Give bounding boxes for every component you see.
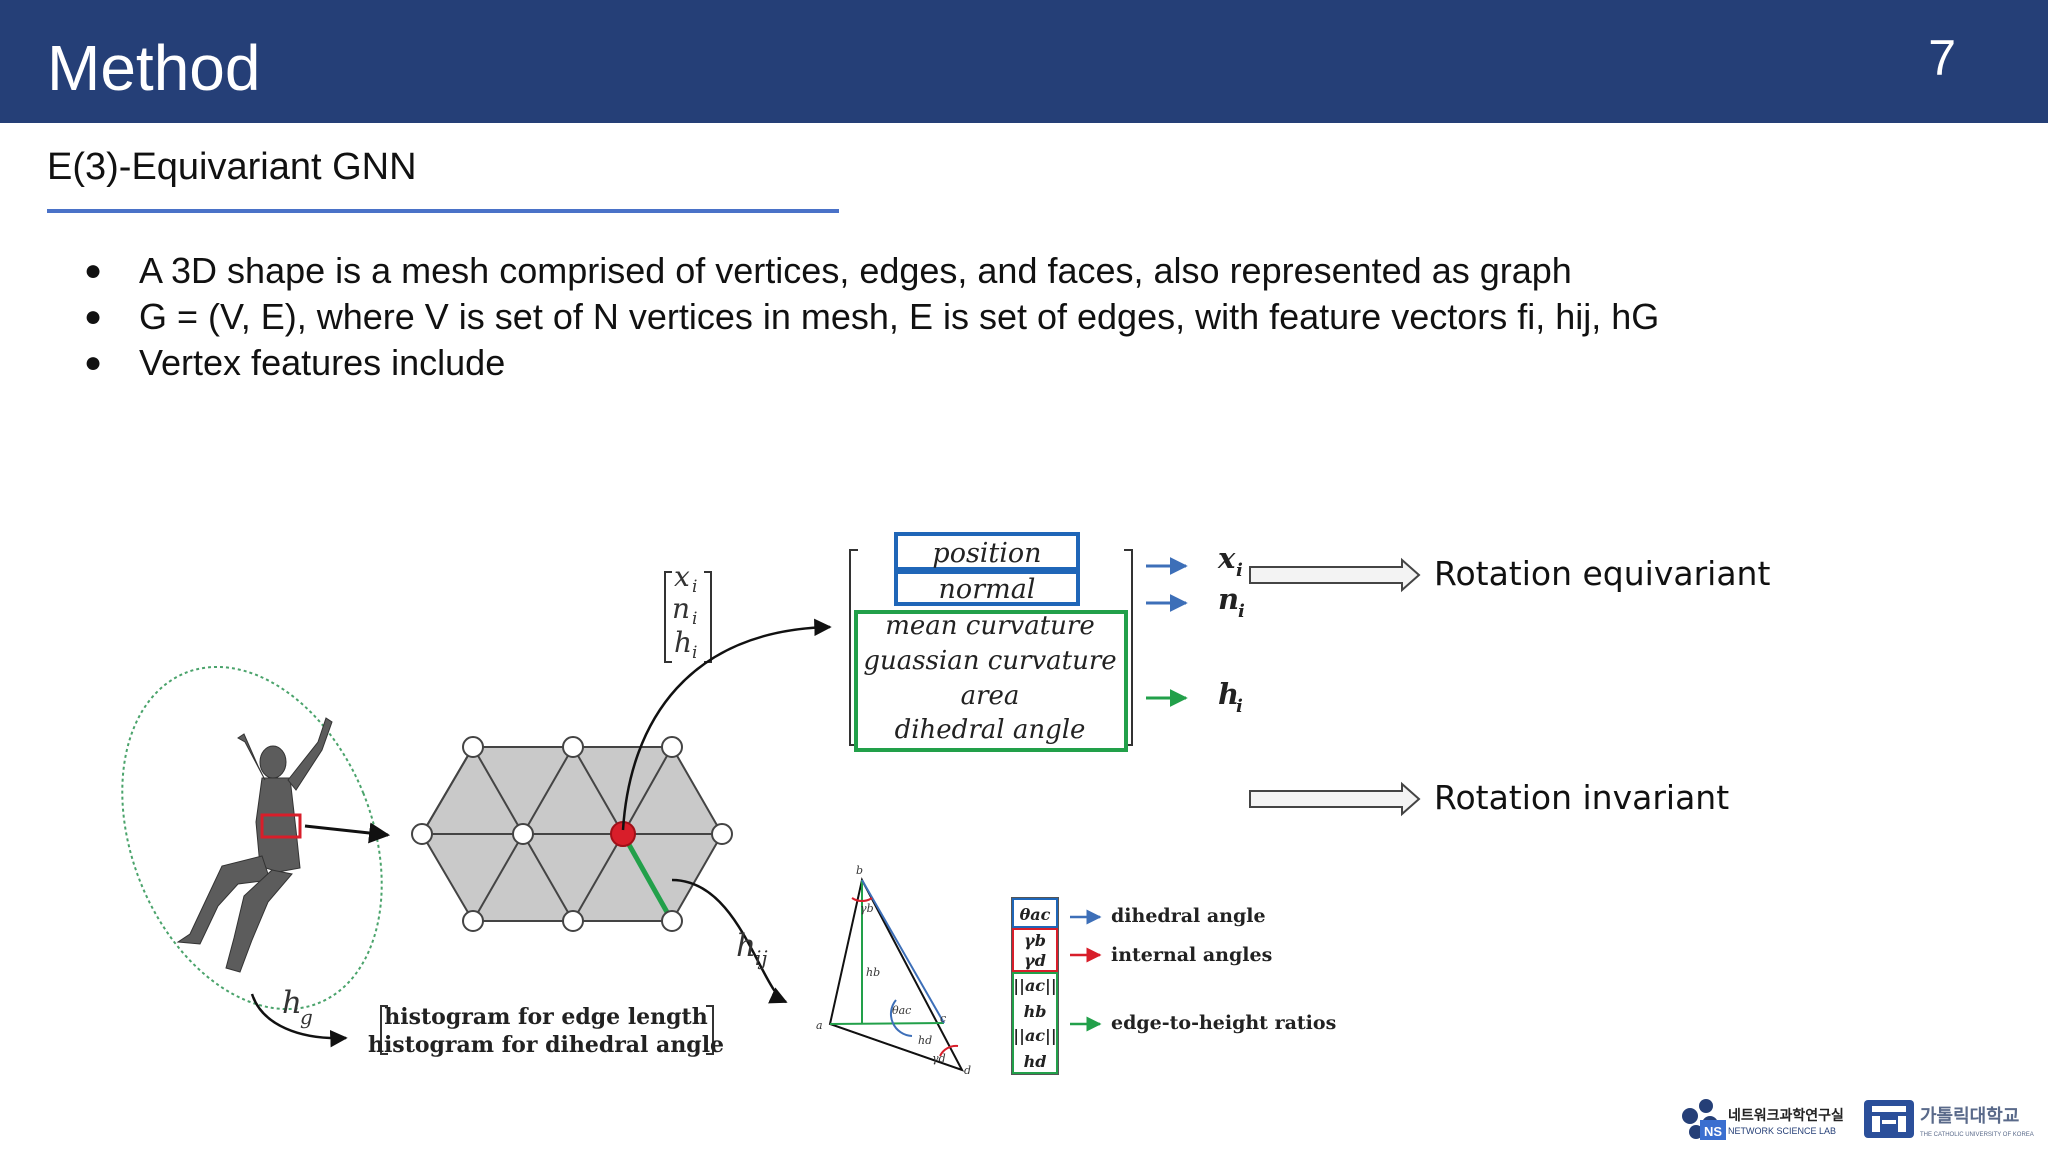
bullet-text: Vertex features include [139, 342, 506, 383]
output-subscript: i [1238, 601, 1245, 622]
vertex-to-features-arrow [621, 618, 832, 831]
footer-logos: NS 네트워크과학연구실 NETWORK SCIENCE LAB 가톨릭대학교 … [1682, 1099, 2034, 1140]
lab-name-kr: 네트워크과학연구실 [1728, 1108, 1844, 1124]
network-science-lab-logo: NS 네트워크과학연구실 NETWORK SCIENCE LAB [1682, 1099, 1844, 1140]
vector-subscript: i [692, 643, 697, 663]
cell-gamma-b: γb [1024, 931, 1046, 950]
highlighted-edge [620, 832, 675, 923]
slide-title: Method [47, 32, 261, 104]
bullet-text: G = (V, E), where V is set of N vertices… [139, 296, 1660, 337]
lab-initials: NS [1704, 1124, 1722, 1139]
edge-feature-column: θac γb γd ||ac|| hb ||ac|| hd [1011, 897, 1059, 1075]
feature-gaussian-curvature: guassian curvature [863, 646, 1116, 676]
section-subtitle: E(3)-Equivariant GNN [47, 146, 417, 188]
bullet-item: ● A 3D shape is a mesh comprised of verti… [80, 248, 1659, 294]
feature-normal: normal [939, 574, 1036, 605]
edge-feature-internal: internal angles [1111, 944, 1272, 966]
feature-area: area [961, 681, 1020, 711]
histogram-dihedral-angle: histogram for dihedral angle [368, 1032, 724, 1058]
histogram-edge-length: histogram for edge length [384, 1004, 707, 1030]
feature-mean-curvature: mean curvature [885, 611, 1095, 641]
cell-ac-2: ||ac|| [1013, 1026, 1056, 1045]
edge-triangle-detail: b a c d γb hb θac hd γd [816, 864, 971, 1077]
edge-to-triangle-arrow [671, 878, 788, 1004]
page-number: 7 [1928, 30, 1956, 86]
output-subscript: i [1236, 696, 1243, 717]
vector-subscript: i [692, 609, 697, 629]
position-box [894, 532, 1080, 571]
highlight-box [260, 813, 302, 839]
graph-feature-arrow [250, 993, 348, 1048]
vector-label-x: x [674, 560, 690, 593]
rotation-equivariant-label: Rotation equivariant [1434, 554, 1770, 593]
bullet-text: A 3D shape is a mesh comprised of vertic… [139, 250, 1572, 291]
bullet-item: ● Vertex features include [80, 340, 1659, 386]
figure-to-mesh-arrow [304, 822, 391, 844]
vector-label-n: n [672, 592, 690, 625]
normal-box [894, 570, 1080, 606]
tri-vertex-b: b [856, 864, 863, 877]
catholic-university-logo: 가톨릭대학교 THE CATHOLIC UNIVERSITY OF KOREA [1864, 1100, 2034, 1138]
lab-name-en: NETWORK SCIENCE LAB [1728, 1126, 1836, 1136]
shape-ellipse [121, 665, 383, 1011]
triangle-mesh [411, 736, 733, 932]
tri-vertex-c: c [940, 1012, 946, 1025]
edge-subscript: ij [755, 946, 768, 970]
feature-dihedral-angle: dihedral angle [895, 715, 1086, 745]
output-x: x [1217, 541, 1236, 575]
tri-vertex-a: a [816, 1019, 823, 1032]
cell-theta-ac: θac [1020, 905, 1051, 924]
vector-label-h: h [674, 626, 692, 659]
tri-h-b: hb [866, 966, 880, 979]
cell-gamma-d: γd [1024, 951, 1046, 970]
invariant-features-box [854, 610, 1128, 752]
human-mesh-figure [176, 717, 333, 973]
bullet-icon: ● [84, 254, 103, 287]
histogram-vector: histogram for edge length histogram for … [368, 1004, 724, 1058]
university-name-en: THE CATHOLIC UNIVERSITY OF KOREA [1920, 1132, 2034, 1138]
rotation-invariant-label: Rotation invariant [1434, 778, 1729, 817]
university-name-kr: 가톨릭대학교 [1920, 1105, 2019, 1127]
output-h: h [1218, 677, 1239, 711]
bullet-icon: ● [84, 346, 103, 379]
output-subscript: i [1236, 560, 1243, 581]
rotation-invariant-arrow [1249, 781, 1421, 817]
subtitle-underline [47, 209, 839, 213]
tri-h-d: hd [918, 1034, 932, 1047]
edge-label-h: h [736, 928, 756, 964]
tri-gamma-d: γd [932, 1052, 946, 1065]
cell-ac-1: ||ac|| [1013, 976, 1056, 995]
tri-theta-ac: θac [892, 1004, 911, 1017]
tri-vertex-d: d [964, 1064, 971, 1077]
slide-header: Method 7 [0, 0, 2048, 123]
edge-feature-dihedral: dihedral angle [1111, 905, 1266, 927]
cell-h-d: hd [1024, 1052, 1047, 1071]
bullet-item: ● G = (V, E), where V is set of N vertice… [80, 294, 1659, 340]
vector-subscript: i [692, 577, 697, 597]
bullet-icon: ● [84, 300, 103, 333]
bullet-list: ● A 3D shape is a mesh comprised of verti… [80, 248, 1659, 386]
feature-position: position [932, 538, 1041, 569]
output-n: n [1218, 582, 1239, 616]
rotation-equivariant-arrow [1249, 557, 1421, 593]
feature-matrix: position normal mean curvature guassian … [849, 532, 1133, 752]
cell-h-b: hb [1024, 1002, 1047, 1021]
vertex-vector: x i n i h i [664, 560, 712, 663]
edge-feature-ratios: edge-to-height ratios [1111, 1012, 1336, 1034]
graph-subscript: g [300, 1005, 313, 1029]
graph-label-h: h [282, 985, 302, 1021]
tri-gamma-b: γb [860, 902, 874, 915]
